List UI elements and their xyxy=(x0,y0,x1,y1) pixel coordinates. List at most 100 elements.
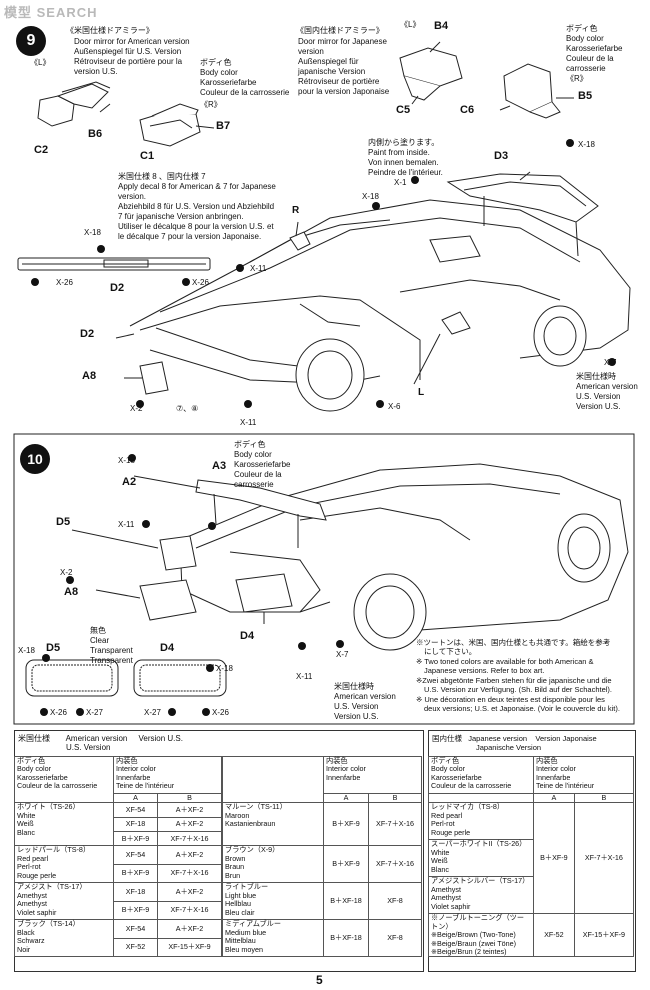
color-name: ※Beige/Brun (2 teintes) xyxy=(431,947,507,957)
body-color-10-2: Body color xyxy=(234,450,272,459)
color-name: Medium blue xyxy=(225,927,267,937)
color-name: アメジストシルバー（TS-17） xyxy=(431,876,530,886)
us-header-de: U.S. Version xyxy=(66,743,111,752)
part-D2-lip: D2 xyxy=(110,282,125,294)
paint-inside-1: 内側から塗ります。 xyxy=(368,138,440,147)
part-A2: A2 xyxy=(122,476,137,488)
color-name: Red pearl xyxy=(17,853,49,863)
jp-col-int-de: Innenfarbe xyxy=(536,772,571,782)
color-name: Mittelblau xyxy=(225,936,256,946)
part-L-mirror: L xyxy=(418,387,425,398)
color-name: Amethyst xyxy=(17,890,47,900)
jp-col-int-en: Interior color xyxy=(536,764,576,774)
color-name: Hellblau xyxy=(225,899,251,909)
american-only-9-1: 米国仕様時 xyxy=(576,372,616,381)
part-D5-rear: D5 xyxy=(56,516,71,528)
part-B7: B7 xyxy=(216,120,231,132)
cell-a: B＋XF-9 xyxy=(113,831,158,847)
label-x18-lens: X-18 xyxy=(18,646,35,655)
color-name: Light blue xyxy=(225,890,257,900)
jp-header-fr: Version Japonaise xyxy=(535,734,597,743)
label-x2-rear: X-2 xyxy=(60,568,73,577)
color-name: Bleu clair xyxy=(225,907,255,917)
label-x18-lens-2: X-18 xyxy=(216,664,233,673)
us-col-a: A xyxy=(322,792,370,804)
car-front-drawing xyxy=(129,199,631,412)
color-name: Weiß xyxy=(17,819,34,829)
color-name: ブラウン（X-9） xyxy=(225,845,280,855)
clear-3: Transparent xyxy=(90,646,133,655)
us-table-left: ボディ色 Body color Karosseriefarbe Couleur … xyxy=(14,755,222,958)
us-col3-jp: 内装色 xyxy=(326,756,348,765)
part-C1: C1 xyxy=(140,150,155,162)
us-col-body-fr: Couleur de la carrosserie xyxy=(17,781,98,791)
body-color-2-line-4: Couleur de la xyxy=(566,54,614,63)
us-mirror-line-1: Door mirror for American version xyxy=(74,37,190,46)
cell-a: XF-54 xyxy=(113,845,158,865)
us-col-a: A xyxy=(113,792,158,804)
label-x26-left: X-26 xyxy=(56,278,73,287)
body-color-2-line-2: Body color xyxy=(566,34,604,43)
american-only-9-2: American version xyxy=(576,382,638,391)
jp-col-body-de: Karosseriefarbe xyxy=(431,772,482,782)
plate-A8-rear-drawing xyxy=(139,579,197,621)
cell-a: B＋XF-18 xyxy=(322,919,370,958)
label-x11-bumper: X-11 xyxy=(296,672,313,681)
color-name: ライトブルー xyxy=(225,882,269,892)
cell-b: XF-7＋X-16 xyxy=(368,802,422,847)
decal-note-5: 7 für japanische Version anbringen. xyxy=(118,212,244,221)
body-color-2-line-1: ボディ色 xyxy=(566,24,598,33)
step10-number: 10 xyxy=(20,444,50,474)
cell-a: XF-18 xyxy=(113,816,158,833)
color-name: Black xyxy=(17,927,35,937)
part-D2-bumper: D2 xyxy=(80,328,95,340)
jp-mirror-right-drawing xyxy=(503,63,561,119)
cell-b: A＋XF-2 xyxy=(157,882,222,902)
us-table-header: 米国仕様 American version Version U.S. U.S. … xyxy=(18,734,183,752)
step9-number: 9 xyxy=(16,26,46,56)
us-table-right: 内装色 Interior color Innenfarbe A B マルーン（T… xyxy=(222,755,422,958)
jp-table-header: 国内仕様 Japanese version Version Japonaise … xyxy=(432,734,597,752)
us-mirror-title: 《米国仕様ドアミラー》 xyxy=(66,26,154,35)
jp-mirror-line-3: Außenspiegel für xyxy=(298,57,359,66)
cell-b: XF-7＋X-16 xyxy=(157,831,222,847)
label-x26-right: X-26 xyxy=(192,278,209,287)
color-name: マルーン（TS-11） xyxy=(225,802,287,812)
us-col-int-de: Innenfarbe xyxy=(116,772,151,782)
color-name: Weiß xyxy=(431,856,448,866)
us-col-b: B xyxy=(368,792,422,804)
jp-col-a: A xyxy=(533,792,575,804)
cell-b: XF-7＋X-16 xyxy=(157,863,222,884)
color-name: ブラック（TS-14） xyxy=(17,919,80,929)
body-color-10-3: Karosseriefarbe xyxy=(234,460,291,469)
clear-2: Clear xyxy=(90,636,110,645)
part-A8-rear: A8 xyxy=(64,586,79,598)
part-D5-lens: D5 xyxy=(46,642,61,654)
label-L-us: 《L》 xyxy=(30,58,51,67)
cell-b: XF-8 xyxy=(368,882,422,921)
label-x6: X-6 xyxy=(388,402,401,411)
color-name: Brun xyxy=(225,870,241,880)
two-tone-1: ※ツートンは、米国、国内仕様とも共通です。箱絵を参考 xyxy=(416,638,611,647)
decal-note-1: 米国仕様 8 、国内仕様 7 xyxy=(118,172,206,181)
body-color-10-5: carrosserie xyxy=(234,480,274,489)
cell-a: B＋XF-9 xyxy=(113,900,158,921)
part-D4-lens: D4 xyxy=(160,642,175,654)
two-tone-4: Japanese versions. Refer to box art. xyxy=(424,666,545,675)
us-header-en: American version xyxy=(65,734,128,743)
us-col3-en: Interior color xyxy=(326,764,366,774)
decal-7-8: ⑦、⑧ xyxy=(176,404,199,413)
cell-a: B＋XF-9 xyxy=(533,802,575,915)
color-name: Rouge perle xyxy=(431,827,471,837)
us-col-int-jp: 内装色 xyxy=(116,756,138,765)
mirror-L-drawing xyxy=(441,311,471,335)
color-name: Blanc xyxy=(17,827,35,837)
label-x11-front: X-11 xyxy=(240,418,257,427)
two-tone-3: ※ Two toned colors are available for bot… xyxy=(416,657,594,666)
paint-inside-4: Peindre de l'intérieur. xyxy=(368,168,443,177)
taillight-D4-drawing xyxy=(235,573,293,613)
label-R-jp: 《R》 xyxy=(566,74,588,83)
cell-a: B＋XF-9 xyxy=(322,802,370,847)
jp-mirror-left-drawing xyxy=(399,47,463,101)
american-only-10-3: U.S. Version xyxy=(334,702,379,711)
